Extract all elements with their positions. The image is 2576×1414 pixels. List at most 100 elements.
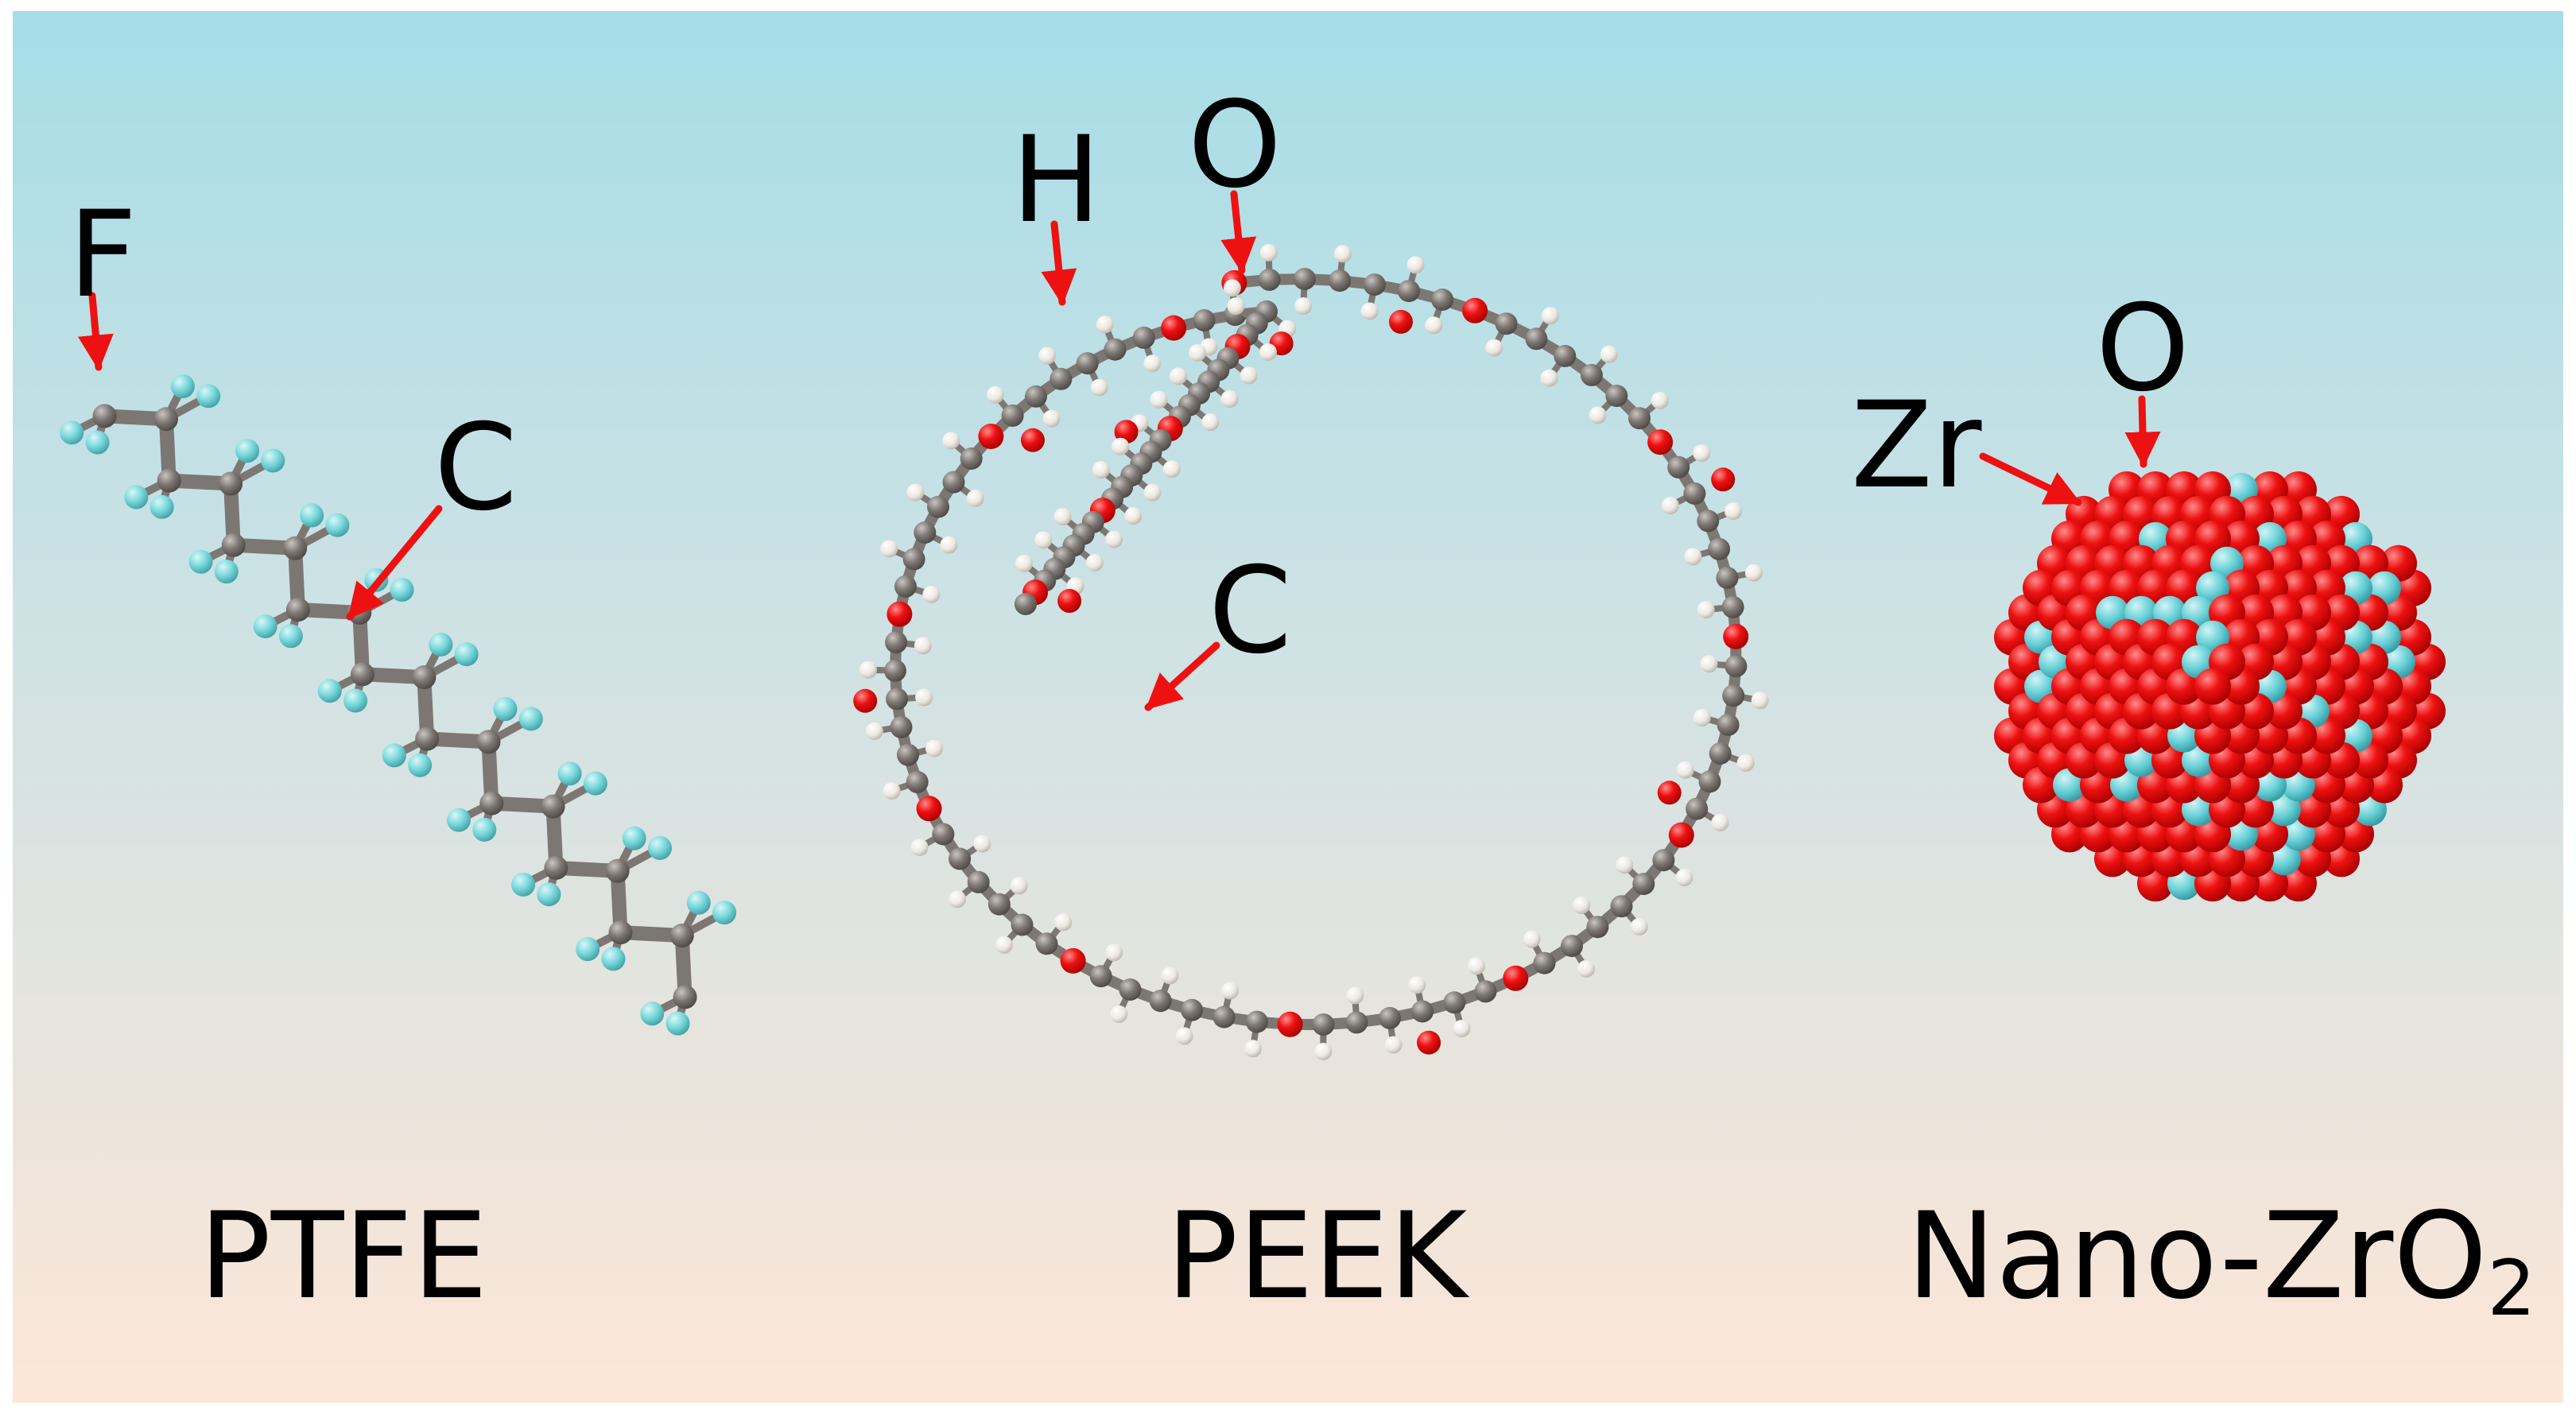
hydrogen-atom — [1360, 302, 1379, 320]
hydrogen-atom — [1034, 531, 1053, 549]
carbon-atom — [1495, 312, 1518, 335]
carbon-atom — [1525, 327, 1548, 351]
carbon-atom — [1149, 990, 1172, 1013]
fluorine-atom — [511, 872, 536, 897]
fluorine-atom — [317, 679, 342, 703]
hydrogen-atom — [925, 739, 943, 757]
hydrogen-atom — [1676, 761, 1694, 779]
carbon-atom — [219, 471, 243, 496]
ptfe-f-arrow — [78, 292, 114, 371]
carbon-atom — [1697, 509, 1720, 533]
carbon-atom — [1379, 1006, 1401, 1029]
carbon-atom — [1132, 326, 1155, 349]
fluorine-atom — [196, 384, 221, 409]
hydrogen-atom — [1244, 1040, 1262, 1058]
carbon-atom — [1686, 797, 1709, 820]
hydrogen-atom — [1697, 601, 1715, 619]
fluorine-atom — [382, 743, 406, 768]
fluorine-atom — [188, 549, 213, 574]
hydrogen-atom — [1240, 366, 1258, 385]
carbon-atom — [669, 924, 694, 947]
carbon-atom — [967, 870, 990, 893]
fluorine-atom — [622, 826, 646, 850]
oxygen-atom — [1668, 822, 1694, 848]
fluorine-atom — [343, 688, 368, 713]
hydrogen-atom — [1711, 813, 1729, 831]
carbon-atom — [1722, 684, 1745, 707]
carbon-atom — [1035, 932, 1058, 955]
carbon-atom — [1411, 1000, 1434, 1023]
zro2-zr-label: Zr — [1851, 377, 1982, 515]
hydrogen-atom — [906, 483, 925, 502]
hydrogen-atom — [1162, 460, 1181, 478]
carbon-atom — [541, 794, 565, 819]
hydrogen-atom — [1015, 554, 1033, 572]
carbon-atom — [1667, 455, 1690, 478]
oxygen-atom — [1503, 965, 1529, 991]
carbon-atom — [1605, 385, 1628, 407]
ketone-oxygen-atom — [1057, 589, 1082, 613]
carbon-atom — [1724, 655, 1748, 678]
carbon-atom — [902, 548, 925, 571]
hydrogen-atom — [1223, 279, 1241, 297]
carbon-atom — [1683, 482, 1706, 505]
hydrogen-atom — [914, 637, 932, 655]
ketone-oxygen-atom — [1021, 428, 1045, 452]
hydrogen-atom — [1384, 1036, 1402, 1054]
fluorine-atom — [85, 430, 110, 455]
hydrogen-atom — [995, 936, 1013, 954]
peek-c-arrow — [1144, 641, 1220, 711]
oxygen-atom — [978, 424, 1004, 449]
carbon-atom — [221, 533, 246, 557]
carbon-atom — [285, 598, 310, 622]
carbon-atom — [1628, 407, 1651, 430]
hydrogen-atom — [1175, 1027, 1193, 1045]
hydrogen-atom — [1201, 413, 1220, 432]
hydrogen-atom — [1042, 409, 1061, 428]
carbon-atom — [673, 985, 697, 1009]
hydrogen-atom — [1090, 378, 1108, 397]
oxygen-atom — [1723, 623, 1749, 649]
hydrogen-atom — [1425, 316, 1443, 335]
fluorine-atom — [235, 439, 260, 463]
carbon-atom — [283, 536, 308, 560]
carbon-atom — [1049, 367, 1073, 390]
hydrogen-atom — [1724, 502, 1742, 521]
hydrogen-atom — [1630, 917, 1648, 936]
carbon-atom — [897, 743, 919, 766]
carbon-atom — [1329, 269, 1352, 292]
hydrogen-atom — [1684, 548, 1702, 566]
ketone-oxygen-atom — [1417, 1030, 1441, 1055]
hydrogen-atom — [1700, 655, 1718, 673]
hydrogen-atom — [915, 688, 933, 707]
carbon-atom — [932, 823, 955, 846]
hydrogen-atom — [949, 890, 967, 908]
hydrogen-atom — [1573, 896, 1591, 914]
hydrogen-atom — [1259, 343, 1277, 361]
fluorine-atom — [712, 901, 737, 925]
oxygen-atom — [2194, 668, 2231, 705]
ptfe-f-label: F — [68, 186, 137, 324]
peek-h-label: H — [1011, 111, 1101, 250]
hydrogen-atom — [1616, 856, 1634, 874]
carbon-atom — [1708, 537, 1731, 560]
oxygen-atom — [1277, 1011, 1303, 1037]
carbon-atom — [1089, 965, 1112, 988]
hydrogen-atom — [1577, 959, 1595, 978]
carbon-atom — [890, 715, 913, 738]
fluorine-atom — [665, 1011, 690, 1036]
carbon-atom — [1363, 273, 1386, 296]
fluorine-atom — [601, 947, 626, 971]
hydrogen-atom — [1124, 507, 1143, 525]
hydrogen-atom — [1408, 976, 1426, 994]
hydrogen-atom — [1227, 297, 1245, 316]
fluorine-atom — [60, 420, 84, 445]
carbon-atom — [1212, 1005, 1236, 1029]
peek-o-arrow — [1220, 190, 1257, 274]
carbon-atom — [154, 407, 178, 432]
carbon-atom — [1001, 404, 1024, 427]
ptfe-c-label: C — [434, 399, 518, 537]
ketone-oxygen-atom — [1657, 781, 1682, 805]
hydrogen-atom — [1453, 1020, 1471, 1038]
carbon-atom — [1580, 363, 1603, 386]
